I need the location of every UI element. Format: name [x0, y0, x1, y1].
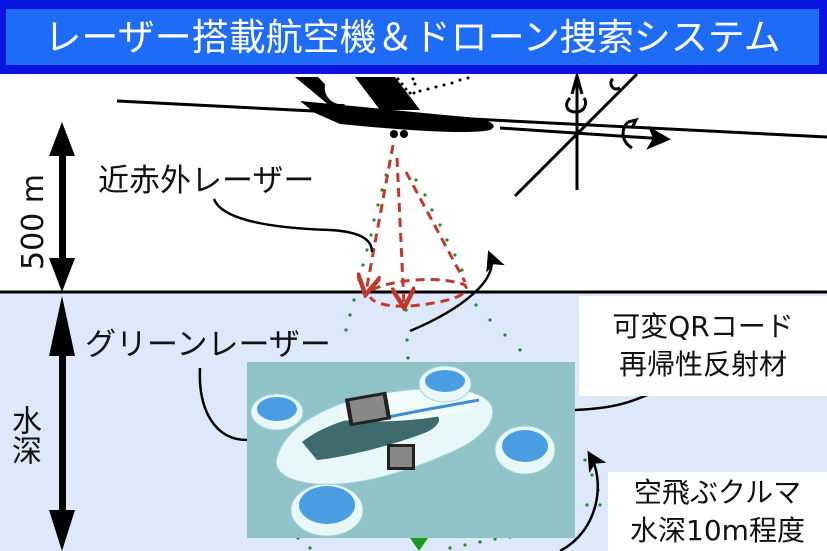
return-arrow-water [559, 450, 607, 551]
flying-car-callout-box: 空飛ぶクルマ 水深10m程度 [608, 472, 827, 551]
altitude-label: 500 m [16, 173, 51, 270]
qr-callout-line1: 可変QRコード [612, 310, 794, 343]
qr-callout-box: 可変QRコード 再帰性反射材 [579, 296, 827, 396]
qr-callout-line2: 再帰性反射材 [618, 348, 787, 381]
title-banner: レーザー搭載航空機＆ドローン捜索システム [0, 0, 827, 74]
nir-laser-cone [366, 144, 468, 306]
water-depth-label: 水深 [6, 405, 41, 465]
flying-car-image [247, 362, 575, 538]
depth-arrow [49, 296, 75, 551]
nir-laser-label: 近赤外レーザー [98, 163, 315, 199]
flying-car-icon [250, 365, 556, 537]
flying-car-callout-line2: 水深10m程度 [630, 513, 805, 547]
flying-car-callout-line1: 空飛ぶクルマ [633, 475, 802, 509]
title-banner-inner: レーザー搭載航空機＆ドローン捜索システム [6, 9, 819, 65]
nir-leader [212, 198, 374, 253]
page-title: レーザー搭載航空機＆ドローン捜索システム [44, 15, 781, 59]
return-arrow-air [409, 250, 505, 333]
rotation-axes-icon [499, 70, 671, 198]
green-leader [198, 367, 248, 442]
target-marker-icon [410, 538, 428, 551]
green-laser-label: グリーンレーザー [85, 327, 331, 363]
altitude-arrow [49, 122, 75, 292]
airplane-icon [295, 76, 494, 138]
